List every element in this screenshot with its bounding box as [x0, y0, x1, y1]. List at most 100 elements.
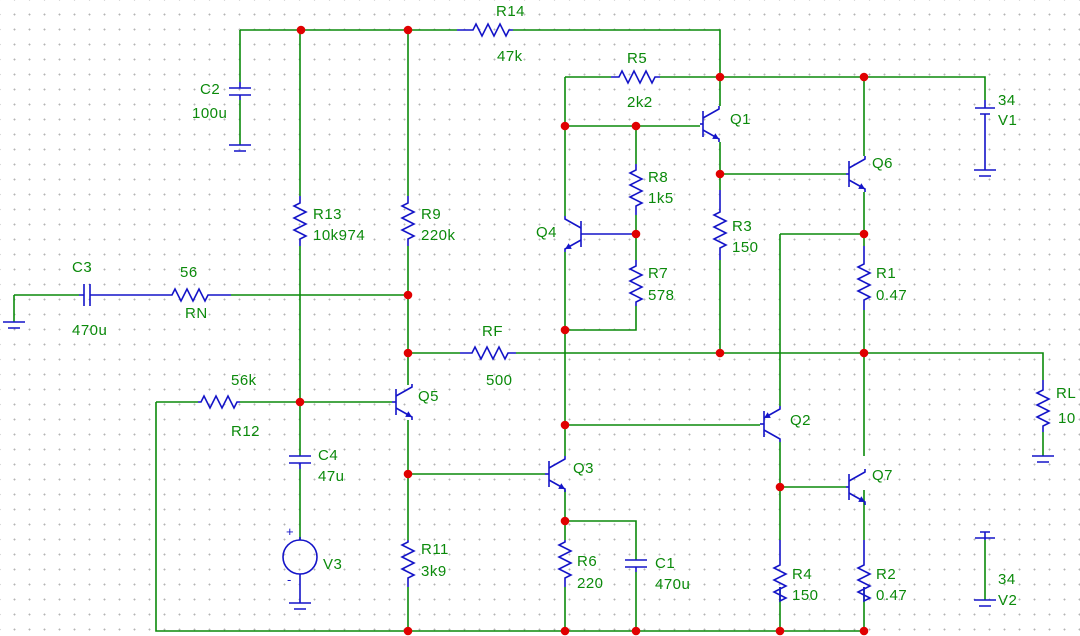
junction-dot: [560, 420, 570, 430]
junction-dot: [296, 25, 306, 35]
transistor-q6: [846, 156, 866, 192]
junction-dot: [715, 72, 725, 82]
label-c3-ref: C3: [72, 259, 93, 276]
battery-v2: [975, 531, 995, 540]
label-q5-ref: Q5: [418, 388, 440, 405]
label-r4-ref: R4: [792, 566, 813, 583]
resistor-r14: [457, 22, 513, 38]
label-c1-ref: C1: [655, 555, 676, 572]
resistor-r1: [856, 246, 872, 310]
label-r5-ref: R5: [627, 50, 648, 67]
label-q6-ref: Q6: [872, 155, 894, 172]
label-r6-ref: R6: [577, 553, 598, 570]
label-v2-ref: V2: [998, 592, 1018, 609]
transistor-q3: [545, 456, 566, 492]
grounds: [3, 144, 1054, 610]
label-q1-ref: Q1: [730, 111, 752, 128]
resistor-r2: [856, 540, 872, 603]
label-r11-ref: R11: [421, 541, 449, 558]
resistor-r11: [400, 540, 416, 587]
label-q2-ref: Q2: [790, 412, 812, 429]
label-r13-ref: R13: [313, 206, 343, 223]
voltage-source-v3: [282, 537, 318, 603]
transistor-q7: [846, 469, 866, 505]
junction-dot: [560, 516, 570, 526]
label-r6-value: 220: [577, 575, 604, 592]
label-v2-value: 34: [998, 571, 1016, 588]
capacitor-c4: [289, 455, 311, 469]
label-r14-ref: R14: [496, 3, 526, 20]
junction-dot: [859, 229, 869, 239]
label-r3-ref: R3: [732, 218, 753, 235]
label-r8-value: 1k5: [648, 190, 674, 207]
ground-rl: [1032, 455, 1054, 463]
transistor-q2: [760, 406, 781, 442]
label-r2-value: 0.47: [876, 587, 908, 604]
resistor-r5: [611, 69, 660, 85]
resistors: [160, 22, 1051, 603]
label-r14-value: 47k: [497, 48, 523, 65]
label-r7-ref: R7: [648, 265, 669, 282]
ground-v2: [974, 599, 996, 607]
ground-v1: [974, 169, 996, 177]
junction-dots: [295, 25, 869, 636]
label-r3-value: 150: [732, 239, 759, 256]
label-r7-value: 578: [648, 287, 675, 304]
label-r2-ref: R2: [876, 566, 897, 583]
junction-dot: [403, 290, 413, 300]
junction-dot: [403, 25, 413, 35]
resistor-r9: [400, 196, 416, 246]
junction-dot: [560, 325, 570, 335]
junction-dot: [403, 348, 413, 358]
label-q3-ref: Q3: [573, 460, 595, 477]
transistors: [392, 106, 866, 505]
label-v1-ref: V1: [998, 112, 1018, 129]
resistor-rl: [1035, 380, 1051, 432]
junction-dot: [775, 482, 785, 492]
resistor-r3: [712, 190, 728, 260]
wires: [13, 29, 1044, 632]
junction-dot: [560, 626, 570, 636]
junction-dot: [775, 626, 785, 636]
label-r12-value: 56k: [231, 372, 257, 389]
junction-dot: [631, 121, 641, 131]
label-rn-ref: RN: [185, 305, 208, 322]
label-c2-ref: C2: [200, 81, 221, 98]
junction-dot: [631, 229, 641, 239]
label-c4-value: 47u: [318, 468, 345, 485]
resistor-r6: [557, 540, 573, 587]
label-c2-value: 100u: [192, 105, 228, 122]
junction-dot: [715, 348, 725, 358]
label-c3-value: 470u: [72, 322, 108, 339]
label-r12-ref: R12: [231, 423, 261, 440]
resistor-r4: [772, 540, 788, 603]
junction-dot: [403, 469, 413, 479]
label-v3-plus: +: [286, 524, 295, 539]
label-r1-ref: R1: [876, 265, 897, 282]
junction-dot: [631, 626, 641, 636]
label-v3-ref: V3: [323, 556, 343, 573]
capacitor-c1: [625, 559, 647, 572]
junction-dot: [859, 626, 869, 636]
transistor-q5: [392, 384, 413, 420]
resistor-r13: [292, 196, 308, 246]
junction-dot: [859, 348, 869, 358]
label-v3-minus: -: [287, 572, 292, 587]
junction-dot: [859, 72, 869, 82]
resistor-rf: [460, 345, 516, 361]
label-rf-value: 500: [486, 372, 513, 389]
label-rn-value: 56: [180, 264, 198, 281]
label-r9-value: 220k: [421, 227, 456, 244]
resistor-r8: [628, 164, 644, 215]
junction-dot: [295, 397, 305, 407]
label-c4-ref: C4: [318, 447, 339, 464]
capacitor-c2: [229, 82, 251, 100]
junction-dot: [715, 169, 725, 179]
label-q4-ref: Q4: [536, 224, 558, 241]
label-r13-value: 10k974: [313, 227, 366, 244]
label-rf-ref: RF: [482, 323, 503, 340]
resistor-r7: [628, 260, 644, 306]
dc-sources: [282, 100, 995, 603]
capacitors: [79, 82, 647, 572]
